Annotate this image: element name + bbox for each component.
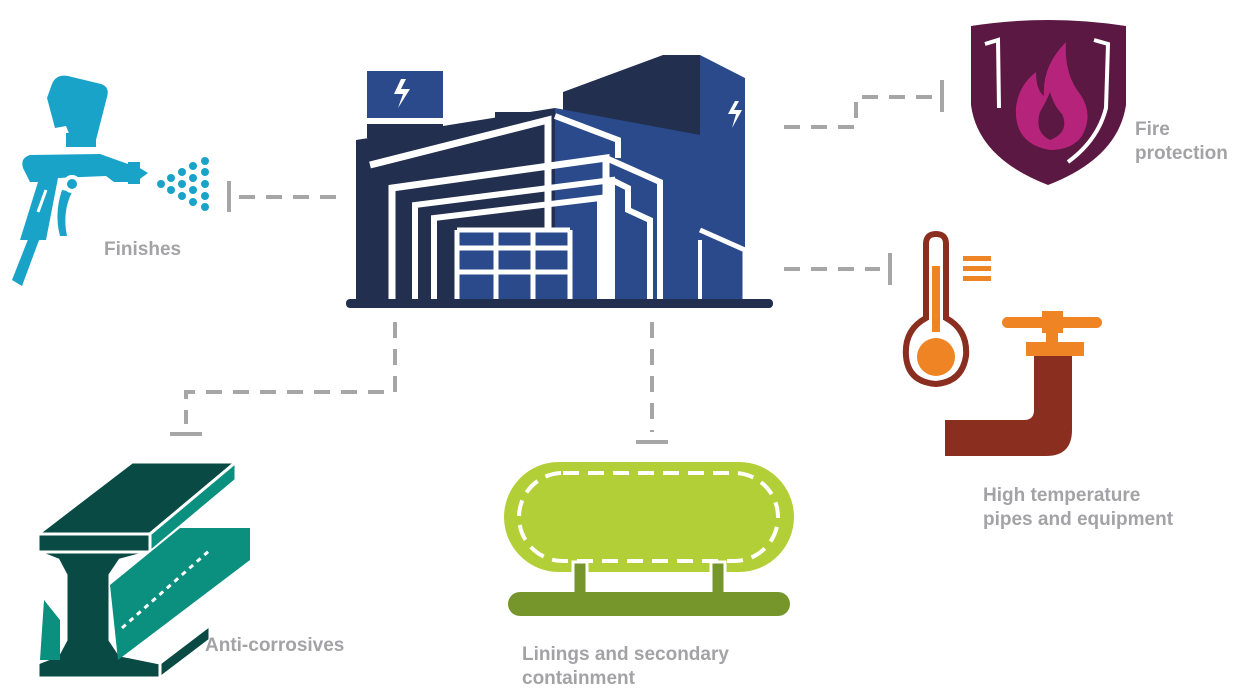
connector-temperature: [784, 253, 892, 285]
connector-finishes: [227, 181, 336, 212]
label-fire-protection: Fire protection: [1135, 119, 1228, 164]
connectors: [170, 80, 944, 444]
building-icon: [346, 55, 773, 308]
thermometer-pipe-icon: [902, 230, 1102, 456]
connector-linings: [636, 322, 668, 444]
spray-gun-icon: [12, 75, 209, 286]
tank-icon: [504, 462, 794, 616]
connector-anti-corrosives: [170, 322, 397, 436]
shield-flame-icon: [971, 20, 1126, 185]
connector-fire: [784, 80, 944, 129]
label-anti-corrosives: Anti-corrosives: [205, 635, 345, 656]
steel-beam-icon: [33, 458, 250, 682]
label-linings: Linings and secondary containment: [522, 644, 729, 688]
label-finishes: Finishes: [104, 239, 182, 260]
label-high-temperature: High temperature pipes and equipment: [983, 485, 1174, 530]
